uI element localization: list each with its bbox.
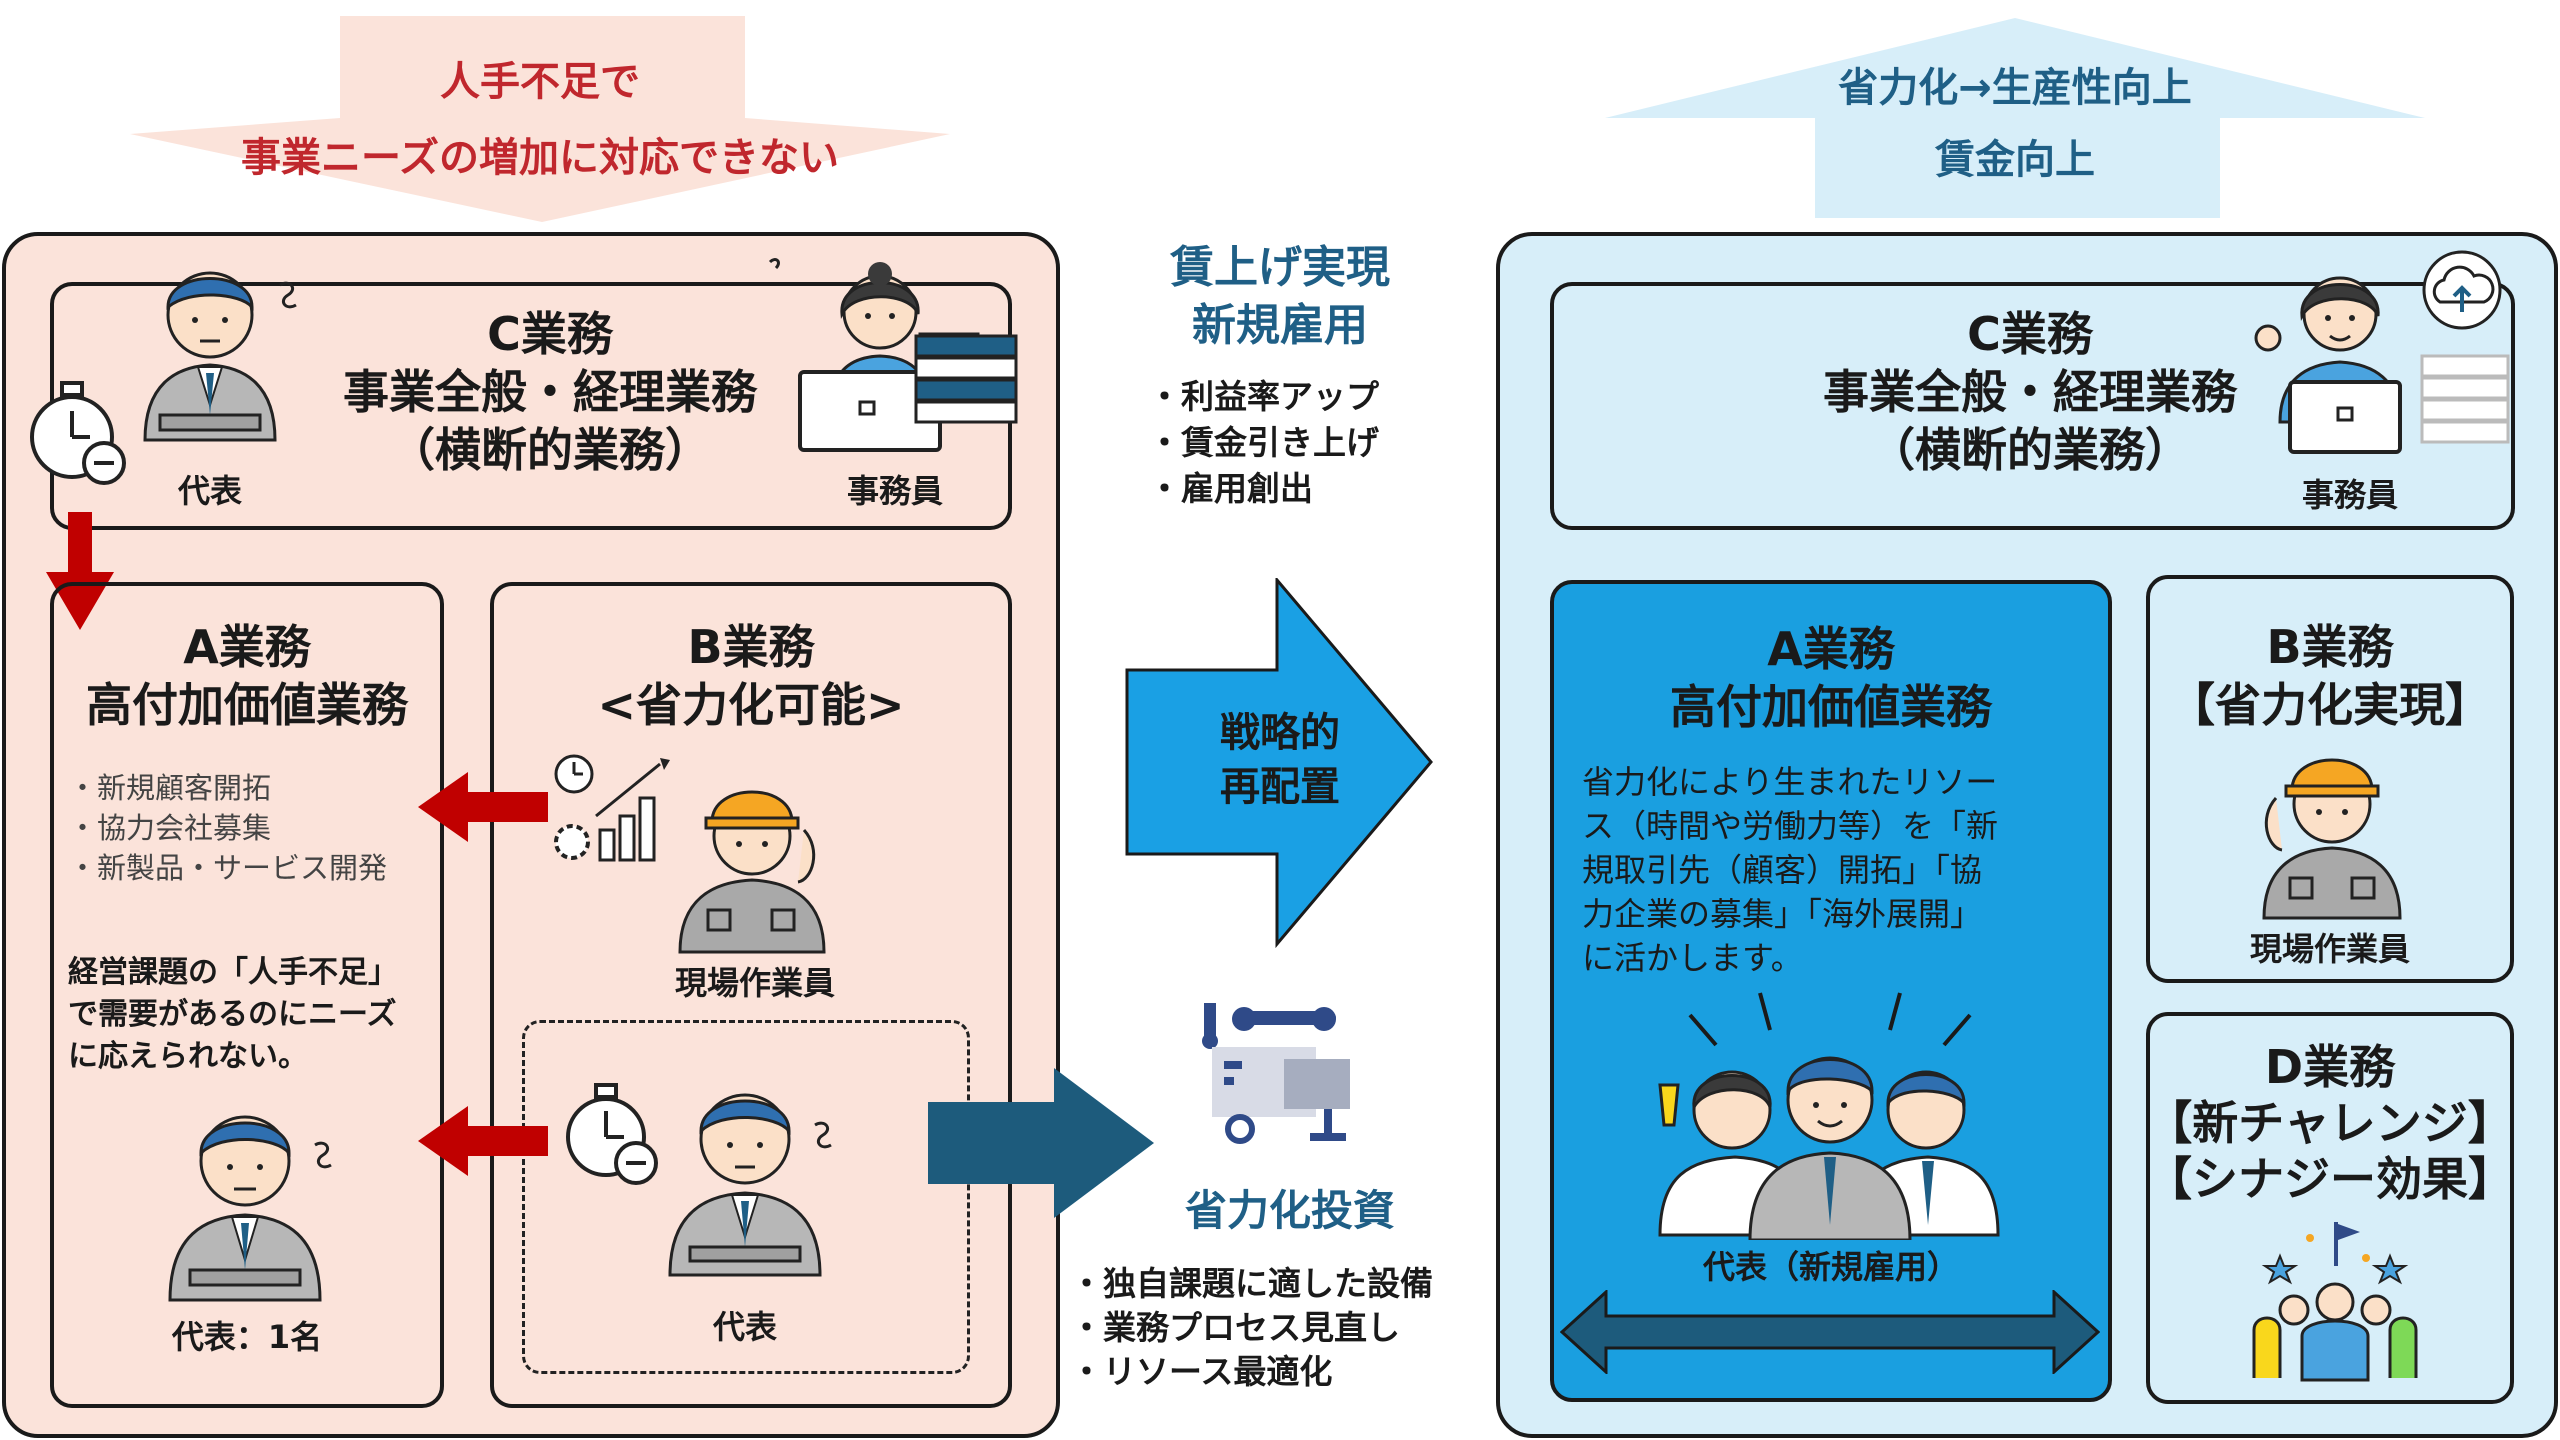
- left-a-issue: 経営課題の「人手不足」 で需要があるのにニーズ に応えられない。: [68, 955, 398, 1074]
- strategic-reallocation-arrow: [1125, 578, 1433, 948]
- list-item: ・リソース最適化: [1070, 1352, 1333, 1391]
- left-b-worker-label: 現場作業員: [674, 964, 835, 1002]
- office-clerk-icon: [768, 258, 980, 452]
- right-a-title: A業務: [1767, 622, 1895, 676]
- left-a-subtitle: 高付加価値業務: [86, 678, 408, 732]
- left-a-rep-label: 代表：1名: [171, 1318, 323, 1356]
- investment-items: ・独自課題に適した設備 ・業務プロセス見直し ・リソース最適化: [1070, 1262, 1510, 1394]
- top-right-arrow-line2: 賃金向上: [1935, 137, 2095, 183]
- left-b-task-box: [490, 582, 1012, 1408]
- office-clerk-icon: [2254, 276, 2402, 454]
- red-left-arrow: [418, 772, 548, 842]
- right-c-title: C業務: [1967, 307, 2093, 361]
- right-d-line2: 【新チャレンジ】: [2146, 1096, 2514, 1150]
- team-cheer-icon: [1658, 992, 2000, 1240]
- businessman-icon: [143, 271, 297, 442]
- right-a-task-box: [1550, 580, 2112, 1402]
- businessman-icon: [668, 1093, 832, 1277]
- right-a-description: 省力化により生まれたリソー ス（時間や労働力等）を「新 規取引先（顧客）開拓」「…: [1582, 763, 1999, 977]
- right-a-subtitle: 高付加価値業務: [1670, 680, 1992, 734]
- right-b-worker-label: 現場作業員: [2249, 930, 2410, 968]
- right-d-task-box: [2146, 1012, 2514, 1404]
- right-d-line3: 【シナジー効果】: [2146, 1152, 2514, 1206]
- left-b-title: B業務: [687, 620, 815, 674]
- left-c-clerk-label: 事務員: [846, 472, 943, 510]
- right-c-clerk-label: 事務員: [2301, 476, 2398, 514]
- list-item: ・賃金引き上げ: [1148, 423, 1379, 462]
- left-c-line2: 事業全般・経理業務: [343, 365, 757, 419]
- middle-bullets: ・利益率アップ ・賃金引き上げ ・雇用創出: [1148, 374, 1468, 512]
- list-item: ・業務プロセス見直し: [1070, 1308, 1400, 1347]
- list-item: ・利益率アップ: [1148, 377, 1379, 416]
- gear-growth-chart-icon: [554, 754, 670, 862]
- books-icon: [914, 334, 1018, 424]
- right-b-subtitle: 【省力化実現】: [2169, 678, 2491, 732]
- left-c-line3: （横断的業務）: [389, 423, 711, 477]
- left-b-rep-dashed-box: [522, 1020, 970, 1374]
- top-right-up-arrow: [1605, 18, 2425, 218]
- top-right-arrow-line1: 省力化→生産性向上: [1838, 65, 2192, 111]
- left-a-task-box: [50, 582, 444, 1408]
- double-arrow: [1560, 1290, 2100, 1374]
- list-item: ・協力会社募集: [68, 811, 272, 845]
- list-item: ・新製品・サービス開発: [68, 851, 388, 885]
- strategy-line1: 戦略的: [1220, 710, 1340, 756]
- right-d-title: D業務: [2264, 1040, 2396, 1094]
- worker-helmet-icon: [2262, 758, 2402, 920]
- top-left-arrow-line1: 人手不足で: [440, 59, 640, 105]
- list-item: ・雇用創出: [1148, 469, 1313, 508]
- right-b-title: B業務: [2266, 620, 2394, 674]
- red-left-arrow: [418, 1106, 548, 1176]
- left-c-title: C業務: [487, 307, 613, 361]
- right-c-task-box: [1550, 282, 2515, 530]
- left-b-subtitle: <省力化可能>: [597, 678, 905, 732]
- stopwatch-icon: [566, 1083, 658, 1185]
- list-item: ・独自課題に適した設備: [1070, 1264, 1433, 1303]
- left-a-items: ・新規顧客開拓 ・協力会社募集 ・新製品・サービス開発: [68, 768, 438, 888]
- machine-icon: [1202, 1003, 1350, 1144]
- list-item: ・新規顧客開拓: [68, 771, 272, 805]
- team-flag-icon: [2252, 1222, 2418, 1382]
- businessman-icon: [168, 1115, 332, 1302]
- investment-arrow: [928, 1068, 1154, 1218]
- left-c-rep-label: 代表: [177, 472, 242, 510]
- right-b-task-box: [2146, 575, 2514, 983]
- right-c-line2: 事業全般・経理業務: [1823, 365, 2237, 419]
- cloud-upload-icon: [2420, 250, 2510, 444]
- left-b-rep-label: 代表: [712, 1308, 777, 1346]
- strategy-line2: 再配置: [1220, 764, 1340, 810]
- right-c-line3: （横断的業務）: [1869, 423, 2191, 477]
- investment-title: 省力化投資: [1184, 1186, 1395, 1235]
- top-left-arrow-line2: 事業ニーズの増加に対応できない: [241, 135, 839, 181]
- left-a-title: A業務: [183, 620, 311, 674]
- worker-helmet-icon: [678, 790, 826, 954]
- middle-headline2: 新規雇用: [1192, 300, 1368, 351]
- right-a-rep-label: 代表（新規雇用）: [1702, 1248, 1959, 1286]
- middle-headline1: 賃上げ実現: [1170, 242, 1390, 293]
- stopwatch-icon: [30, 381, 126, 485]
- top-left-down-arrow: [130, 16, 950, 222]
